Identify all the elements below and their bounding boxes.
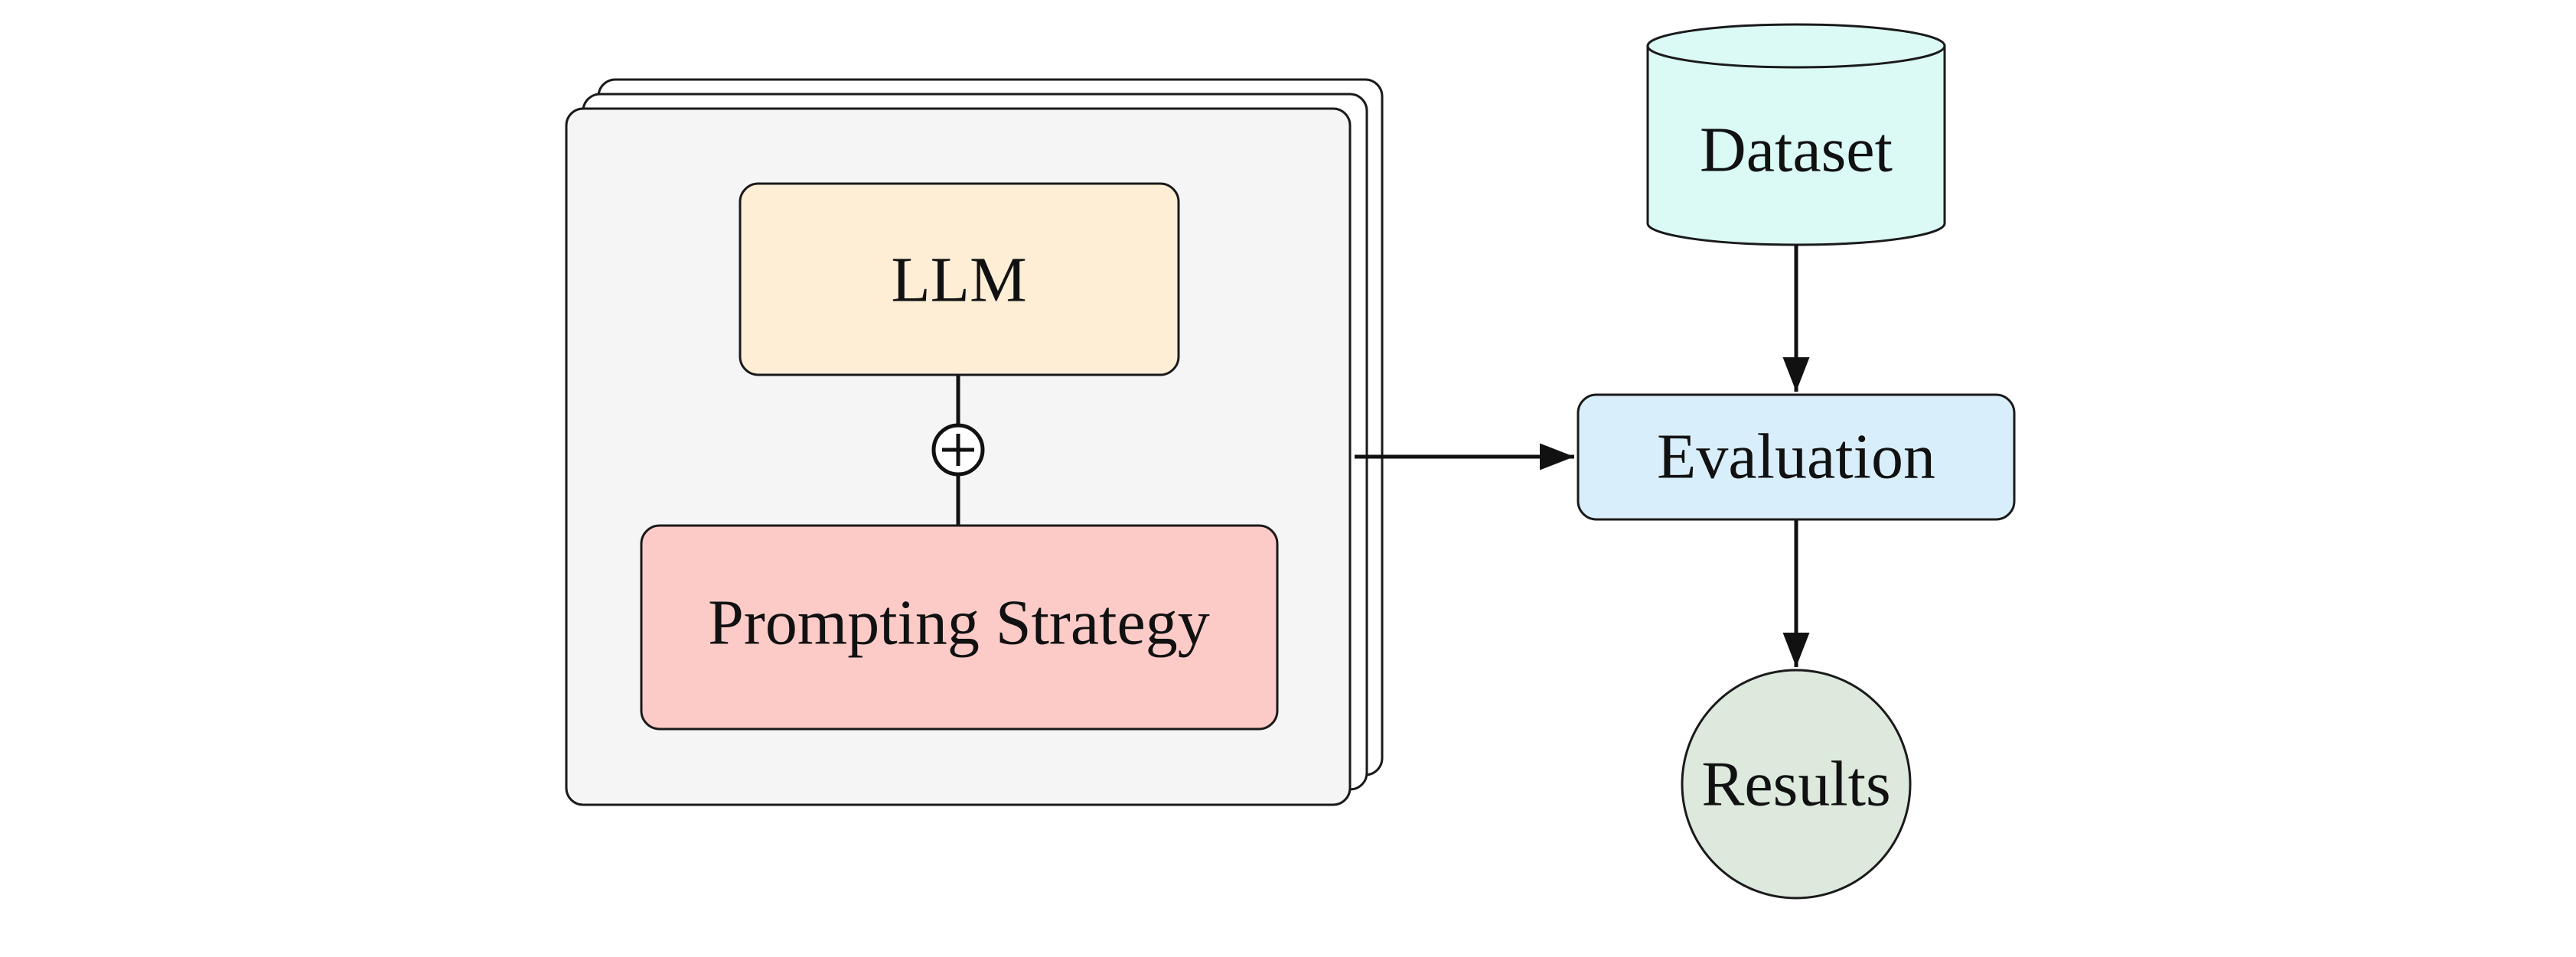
dataset-cylinder-top [1646, 23, 1946, 69]
dataset-cylinder-body [1646, 44, 1946, 246]
llm-box [739, 182, 1180, 376]
llm-node: LLM [739, 182, 1180, 376]
prompting-strategy-label: Prompting Strategy [708, 588, 1210, 659]
prompting-strategy-node: Prompting Strategy [640, 524, 1279, 731]
prompting-strategy-box [640, 524, 1279, 731]
evaluation-label: Evaluation [1657, 422, 1935, 493]
results-label: Results [1701, 749, 1890, 820]
dataset-node: Dataset [1646, 23, 1946, 246]
results-node: Results [1681, 669, 1912, 900]
evaluation-node: Evaluation [1577, 393, 2016, 521]
evaluation-box [1577, 393, 2016, 521]
results-circle [1681, 669, 1912, 900]
llm-prompt-connector [931, 375, 985, 526]
dataset-label: Dataset [1700, 115, 1893, 186]
circled-plus-icon [931, 423, 985, 477]
llm-label: LLM [891, 245, 1026, 316]
